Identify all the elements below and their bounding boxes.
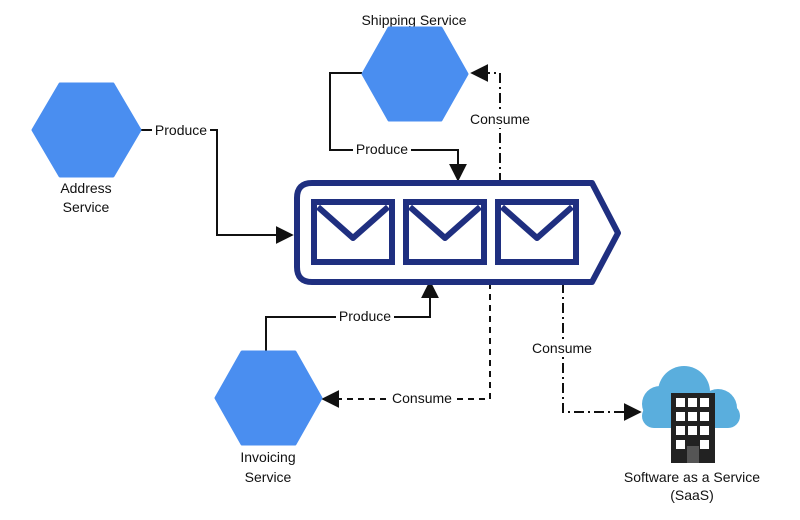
saas-node: Software as a Service (SaaS) (624, 366, 760, 503)
edge-invoicing-consume (321, 283, 491, 408)
message-envelope-icon (495, 199, 579, 265)
message-envelope-icon (403, 199, 487, 265)
edge-label-invoicing-produce: Produce (336, 307, 394, 325)
svg-text:Consume: Consume (470, 111, 530, 127)
shipping-service-label: Shipping Service (361, 12, 466, 28)
address-service-label-line2: Service (63, 199, 110, 215)
edge-shipping-produce (329, 72, 467, 182)
svg-text:Produce: Produce (155, 122, 207, 138)
edge-label-address-produce: Produce (152, 121, 210, 139)
address-service-node: Address Service (31, 82, 142, 215)
message-envelope-icon (311, 199, 395, 265)
edge-shipping-consume (470, 64, 501, 183)
message-queue (294, 180, 621, 285)
invoicing-service-label: Invoicing (240, 449, 295, 465)
building-icon (671, 393, 715, 463)
invoicing-service-label-line2: Service (245, 469, 292, 485)
hexagon-icon (361, 26, 469, 122)
edge-label-shipping-consume: Consume (466, 110, 534, 128)
address-service-label: Address (60, 180, 111, 196)
edge-label-invoicing-consume: Consume (388, 389, 456, 407)
invoicing-service-node: Invoicing Service (214, 350, 323, 485)
edge-address-produce (137, 129, 294, 244)
saas-label-line2: (SaaS) (670, 487, 714, 503)
edge-saas-consume (562, 283, 642, 421)
saas-label: Software as a Service (624, 469, 760, 485)
svg-text:Produce: Produce (356, 141, 408, 157)
svg-text:Consume: Consume (392, 390, 452, 406)
edge-label-shipping-produce: Produce (353, 140, 411, 158)
hexagon-icon (214, 350, 323, 446)
hexagon-icon (31, 82, 142, 178)
svg-text:Consume: Consume (532, 340, 592, 356)
edge-label-saas-consume: Consume (528, 339, 596, 357)
svg-text:Produce: Produce (339, 308, 391, 324)
shipping-service-node: Shipping Service (361, 12, 469, 122)
